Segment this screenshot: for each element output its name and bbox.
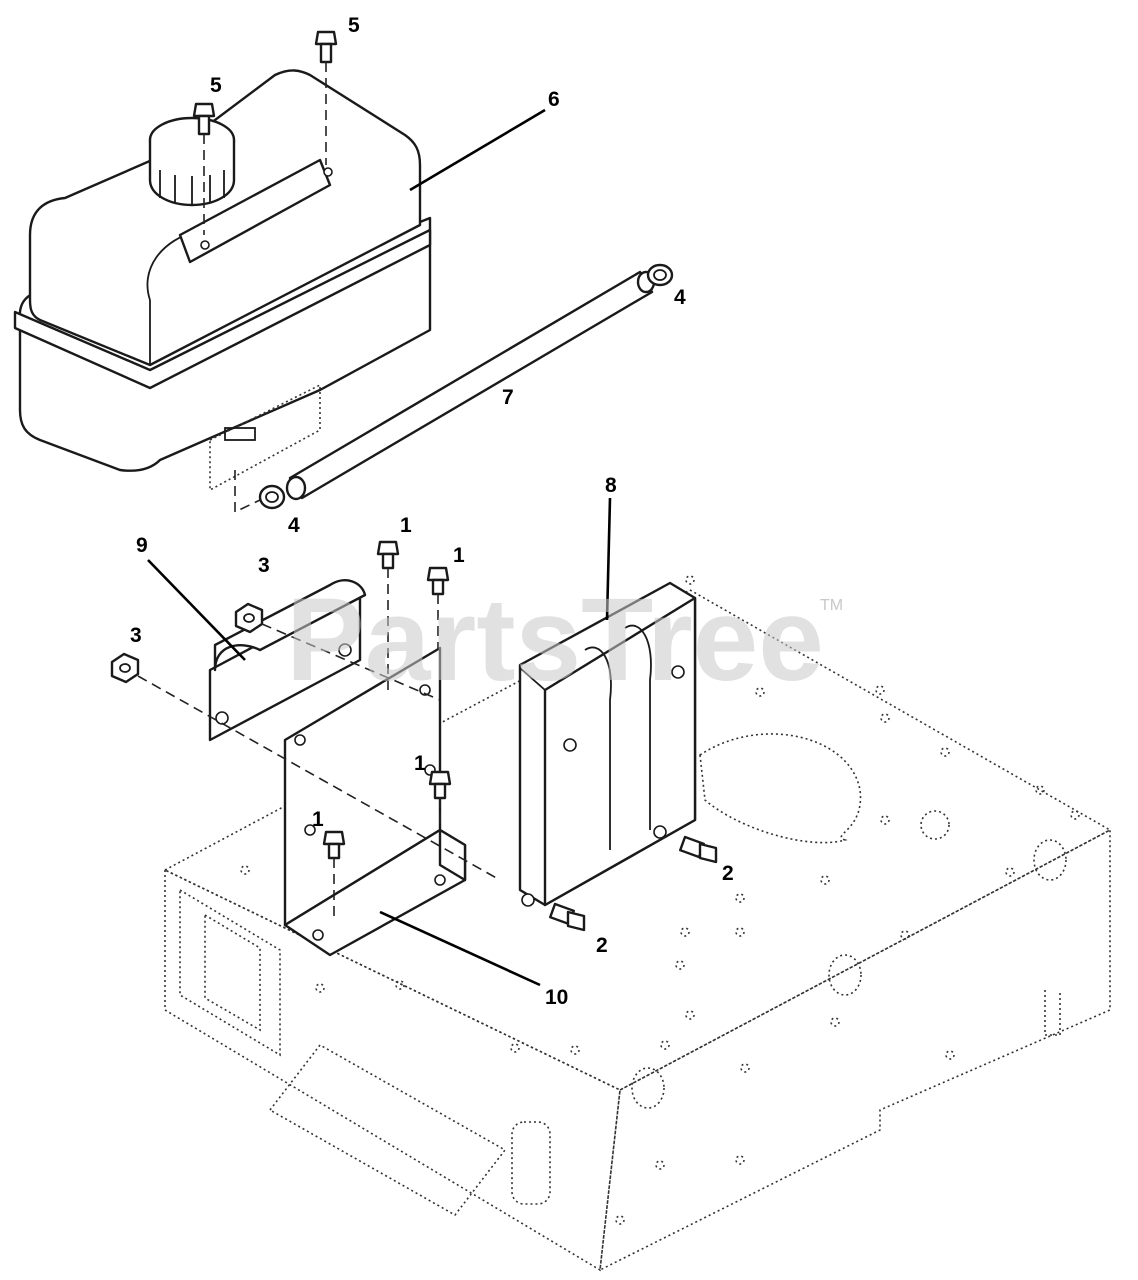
mount-plate (283, 646, 467, 957)
bolt-2a (679, 835, 718, 864)
callout-bolt-1c: 1 (414, 752, 426, 775)
fuel-tank (13, 69, 432, 492)
bolt-tank-b (314, 30, 338, 165)
bolt-1a (376, 540, 400, 690)
fuel-line (285, 270, 656, 501)
bolt-2b (549, 902, 586, 932)
outlet-guide (234, 470, 261, 514)
bolt-axis-guide (137, 675, 501, 881)
nut-axis-guide (261, 623, 441, 701)
callout-bolt-2b: 2 (596, 934, 608, 957)
callout-bolt-2a: 2 (722, 862, 734, 885)
bolt-tank-a (192, 102, 216, 235)
callout-tank: 6 (548, 88, 560, 111)
callout-bolt-1d: 1 (312, 808, 324, 831)
nut-b (110, 652, 140, 684)
chassis-holes (240, 575, 1080, 1225)
callout-bolt-tank-b: 5 (348, 14, 360, 37)
callout-mount-plate: 10 (545, 986, 568, 1009)
nut-a (234, 602, 264, 634)
cover-housing (518, 581, 697, 907)
callout-bolt-tank-a: 5 (210, 74, 222, 97)
leader-lines (147, 108, 612, 987)
callout-fuel-line: 7 (502, 386, 514, 409)
callout-clamp-lower: 4 (288, 514, 300, 537)
watermark-trademark: TM (820, 597, 843, 614)
bolt-1b (426, 566, 450, 650)
callout-bolt-1a: 1 (400, 514, 412, 537)
callout-cover: 8 (605, 474, 617, 497)
bolt-1d (322, 830, 346, 920)
hose-clamp-upper (646, 263, 674, 287)
callout-nut-a: 3 (258, 554, 270, 577)
callout-bracket: 9 (136, 534, 148, 557)
callout-bolt-1b: 1 (453, 544, 465, 567)
callout-clamp-upper: 4 (674, 286, 686, 309)
watermark-brand: PartsTree (286, 574, 824, 706)
callout-nut-b: 3 (130, 624, 142, 647)
bolt-1c (428, 770, 452, 840)
chassis-frame (163, 575, 1112, 1272)
hose-clamp-lower (258, 484, 286, 510)
